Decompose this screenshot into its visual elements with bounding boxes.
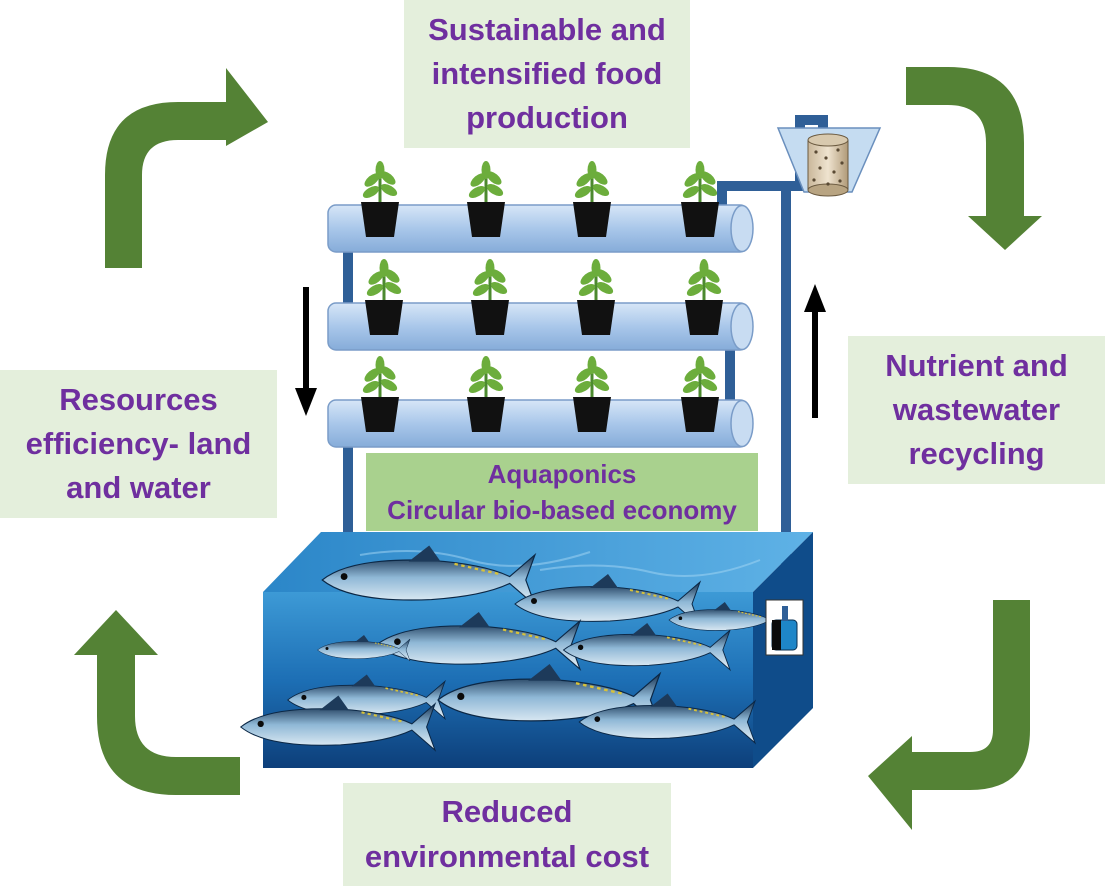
label-line: Nutrient and bbox=[885, 347, 1068, 383]
label-resources-efficiency: Resources efficiency- land and water bbox=[0, 370, 277, 518]
center-subtitle: Circular bio-based economy bbox=[387, 495, 737, 525]
label-nutrient-recycling: Nutrient and wastewater recycling bbox=[848, 336, 1105, 484]
label-line: Reduced bbox=[441, 794, 573, 830]
label-line: efficiency- land bbox=[25, 425, 252, 461]
label-line: Resources bbox=[59, 381, 218, 417]
plant-pot bbox=[471, 259, 509, 335]
center-title: Aquaponics bbox=[487, 458, 637, 489]
label-line: wastewater bbox=[892, 391, 1061, 427]
fish-school bbox=[239, 545, 781, 752]
water-pump bbox=[765, 599, 804, 656]
plant-pot bbox=[365, 259, 403, 335]
label-sustainable-food-production: Sustainable and intensified food product… bbox=[404, 0, 690, 148]
tuna-fish bbox=[239, 695, 437, 752]
grow-tube-bottom bbox=[327, 399, 754, 448]
flow-arrow-down bbox=[295, 287, 317, 416]
plant-pot bbox=[681, 161, 719, 237]
plant-pot bbox=[467, 356, 505, 432]
flow-arrow-up bbox=[804, 284, 826, 418]
plant-pot bbox=[573, 356, 611, 432]
plant-pot bbox=[467, 161, 505, 237]
tuna-fish bbox=[578, 693, 757, 745]
arrow-bottom-right bbox=[868, 600, 1030, 830]
center-label-aquaponics: Aquaponics Circular bio-based economy bbox=[366, 453, 758, 531]
plant-pot bbox=[577, 259, 615, 335]
tuna-fish bbox=[317, 635, 411, 662]
arrow-top-left bbox=[105, 68, 268, 268]
plant-pot bbox=[573, 161, 611, 237]
grow-tube-middle bbox=[327, 302, 754, 351]
tuna-fish bbox=[668, 602, 781, 635]
grow-tube-top bbox=[327, 204, 754, 253]
tuna-fish bbox=[321, 545, 537, 608]
label-line: recycling bbox=[908, 436, 1045, 471]
tuna-fish bbox=[375, 612, 582, 671]
plant-pot bbox=[685, 259, 723, 335]
bio-filter bbox=[776, 127, 882, 197]
plant-pot bbox=[361, 356, 399, 432]
label-line: production bbox=[466, 100, 628, 135]
tuna-fish bbox=[514, 574, 702, 628]
plant-pot bbox=[681, 356, 719, 432]
label-reduced-environmental-cost: Reduced environmental cost bbox=[343, 783, 671, 886]
label-line: environmental cost bbox=[364, 838, 650, 874]
label-line: Sustainable and bbox=[428, 11, 666, 47]
tuna-fish bbox=[562, 623, 732, 672]
plant-pot bbox=[361, 161, 399, 237]
plants bbox=[361, 161, 723, 432]
label-line: intensified food bbox=[431, 55, 663, 91]
arrow-bottom-left bbox=[74, 610, 240, 795]
label-line: and water bbox=[66, 470, 211, 505]
arrow-top-right bbox=[906, 67, 1042, 250]
